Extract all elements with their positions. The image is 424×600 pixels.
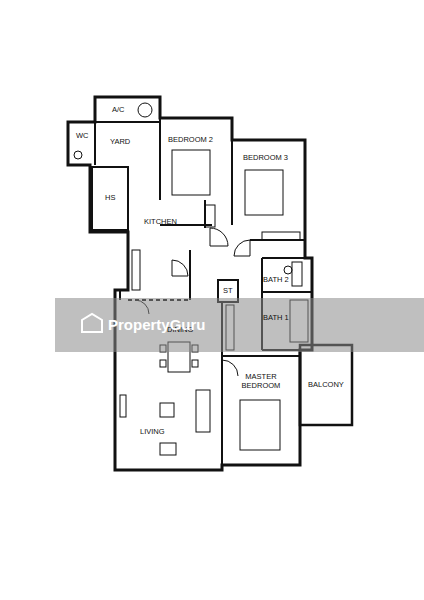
bed bbox=[172, 150, 210, 195]
room-name: ST bbox=[223, 287, 233, 296]
ac-unit bbox=[138, 103, 152, 117]
bed bbox=[245, 170, 283, 215]
watermark: PropertyGuru bbox=[108, 316, 206, 333]
room-name: LIVING bbox=[140, 428, 165, 437]
room-label: WC bbox=[76, 132, 89, 141]
bed bbox=[240, 400, 280, 450]
kitchen-counter bbox=[132, 250, 140, 290]
outer-walls bbox=[68, 97, 312, 470]
room-name: HS bbox=[105, 194, 115, 203]
room-label: BATH 2 bbox=[263, 276, 289, 285]
room-label: ST bbox=[223, 287, 233, 296]
wall bbox=[262, 257, 305, 259]
inner-walls bbox=[92, 118, 352, 465]
room-name: BALCONY bbox=[308, 381, 344, 390]
room-label: BEDROOM 2 bbox=[168, 136, 213, 145]
toilet bbox=[74, 151, 82, 159]
watermark-band bbox=[55, 298, 424, 352]
room-label: YARD bbox=[110, 138, 130, 147]
wall bbox=[159, 118, 161, 200]
room-label: BEDROOM 3 bbox=[243, 154, 288, 163]
wall bbox=[222, 355, 300, 357]
room-name: YARD bbox=[110, 138, 130, 147]
door-swing bbox=[210, 228, 228, 246]
shower bbox=[292, 262, 302, 286]
room-label: KITCHEN bbox=[144, 218, 177, 227]
watermark-icon bbox=[82, 314, 102, 332]
tv-console bbox=[120, 395, 126, 417]
room-label: BATH 1 bbox=[263, 314, 289, 323]
room-label: BALCONY bbox=[308, 381, 344, 390]
room-label: MASTER BEDROOM bbox=[236, 373, 286, 390]
room-label: LIVING bbox=[140, 428, 165, 437]
room-name: MASTER BEDROOM bbox=[236, 373, 286, 390]
room-name: BATH 2 bbox=[263, 276, 289, 285]
outer-wall bbox=[68, 97, 312, 470]
room-name: A/C bbox=[112, 106, 125, 115]
wardrobe bbox=[205, 205, 215, 227]
room-name: BATH 1 bbox=[263, 314, 289, 323]
armchair bbox=[160, 443, 176, 455]
icon-house bbox=[82, 314, 102, 332]
toilet bbox=[284, 266, 292, 274]
coffee-table bbox=[160, 403, 174, 417]
wall bbox=[94, 122, 96, 165]
room-name: WC bbox=[76, 132, 89, 141]
door-swing bbox=[222, 360, 238, 376]
door-swing bbox=[172, 260, 188, 276]
chair bbox=[160, 360, 166, 367]
sofa bbox=[196, 390, 210, 432]
room-name: BEDROOM 2 bbox=[168, 136, 213, 145]
wall bbox=[231, 140, 233, 225]
room-name: KITCHEN bbox=[144, 218, 177, 227]
room-label: HS bbox=[105, 194, 115, 203]
wall bbox=[189, 250, 191, 300]
chair bbox=[192, 360, 198, 367]
fixtures bbox=[74, 103, 308, 455]
balcony-outline bbox=[300, 345, 352, 425]
household-shelter bbox=[92, 167, 128, 230]
wall bbox=[95, 121, 160, 123]
door-swing bbox=[234, 240, 250, 256]
wardrobe bbox=[262, 232, 300, 240]
room-name: BEDROOM 3 bbox=[243, 154, 288, 163]
room-label: A/C bbox=[112, 106, 125, 115]
wall bbox=[262, 291, 312, 293]
